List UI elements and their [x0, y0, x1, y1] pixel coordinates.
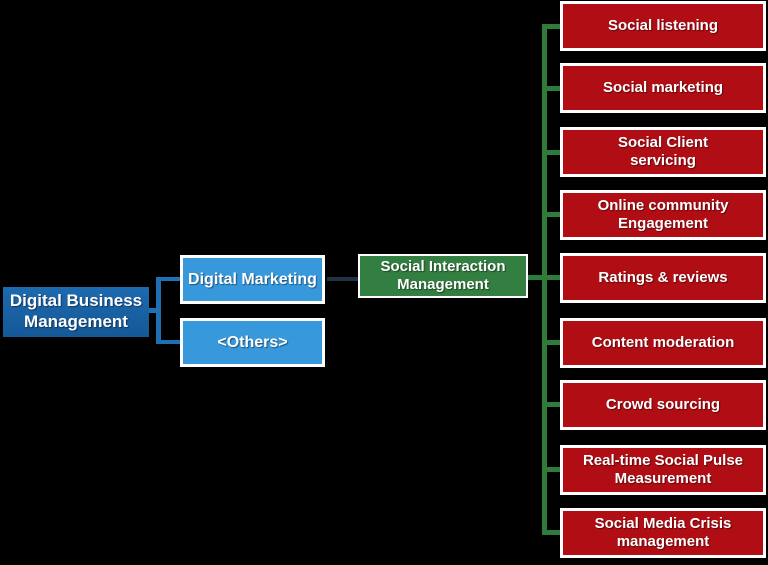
node-crowd-sourcing: Crowd sourcing	[560, 380, 766, 430]
connector-leaf-stub-3	[542, 150, 560, 155]
connector-leaf-stub-5	[542, 275, 560, 280]
node-social-listening: Social listening	[560, 1, 766, 51]
node-social-media-crisis-management: Social Media Crisis management	[560, 508, 766, 558]
connector-to-others	[156, 340, 180, 344]
node-online-community-engagement: Online community Engagement	[560, 190, 766, 240]
node-real-time-social-pulse-measurement: Real-time Social Pulse Measurement	[560, 445, 766, 495]
node-content-moderation: Content moderation	[560, 318, 766, 368]
connector-leaf-stub-8	[542, 467, 560, 472]
connector-root-vertical	[156, 277, 161, 344]
connector-leaf-stub-2	[542, 86, 560, 91]
node-social-marketing: Social marketing	[560, 63, 766, 113]
connector-leaf-stub-7	[542, 402, 560, 407]
node-digital-business-management: Digital Business Management	[3, 287, 149, 337]
node-ratings-and-reviews: Ratings & reviews	[560, 253, 766, 303]
connector-leaf-stub-1	[542, 24, 560, 29]
connector-leaf-stub-4	[542, 212, 560, 217]
node-social-interaction-management: Social Interaction Management	[358, 254, 528, 298]
node-digital-marketing: Digital Marketing	[180, 255, 325, 304]
connector-leaf-stub-9	[542, 530, 560, 535]
node-social-client-servicing: Social Client servicing	[560, 127, 766, 177]
node-others: <Others>	[180, 318, 325, 367]
connector-to-digital-marketing	[156, 277, 180, 281]
connector-manager-horizontal	[528, 275, 547, 280]
connector-root-horizontal	[149, 308, 161, 313]
connector-leaf-stub-6	[542, 340, 560, 345]
connector-marketing-to-manager	[327, 277, 358, 281]
